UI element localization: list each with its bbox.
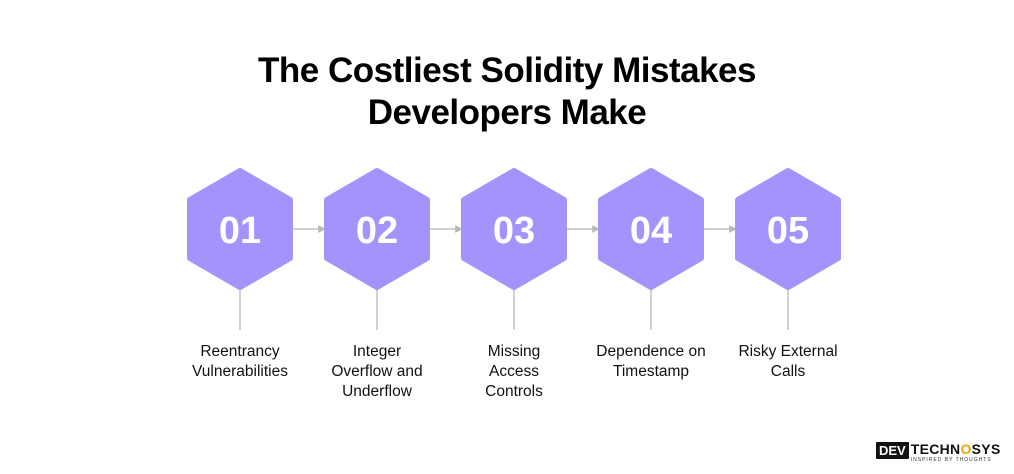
page-title: The Costliest Solidity Mistakes Develope…: [0, 50, 1014, 134]
logo-tagline: INSPIRED BY THOUGHTS: [910, 457, 992, 463]
step-4-label: Dependence on Timestamp: [596, 343, 706, 380]
logo-wordmark: TECHNOSYS: [910, 441, 1001, 457]
step-2-hexagon: [324, 168, 430, 290]
step-5-hexagon: [735, 168, 841, 290]
step-1-label: Reentrancy Vulnerabilities: [192, 343, 288, 380]
title-line-1: The Costliest Solidity Mistakes: [258, 51, 756, 90]
step-1-hexagon: [187, 168, 293, 290]
step-2-number: 02: [356, 210, 398, 252]
step-5-number: 05: [767, 210, 809, 252]
step-4-hexagon: [598, 168, 704, 290]
step-3-hexagon: [461, 168, 567, 290]
step-5-label: Risky External Calls: [738, 343, 838, 380]
devtechnosys-logo: DEV TECHNOSYS INSPIRED BY THOUGHTS: [876, 442, 1001, 466]
step-3-label: Missing Access Controls: [485, 343, 543, 400]
step-4-number: 04: [630, 210, 672, 252]
step-2-label: Integer Overflow and Underflow: [331, 343, 423, 400]
title-line-2: Developers Make: [367, 93, 647, 132]
step-3-number: 03: [493, 210, 535, 252]
step-1-number: 01: [219, 210, 261, 252]
logo-text: TECHNOSYS INSPIRED BY THOUGHTS: [910, 441, 1001, 464]
logo-box: DEV: [876, 442, 909, 459]
